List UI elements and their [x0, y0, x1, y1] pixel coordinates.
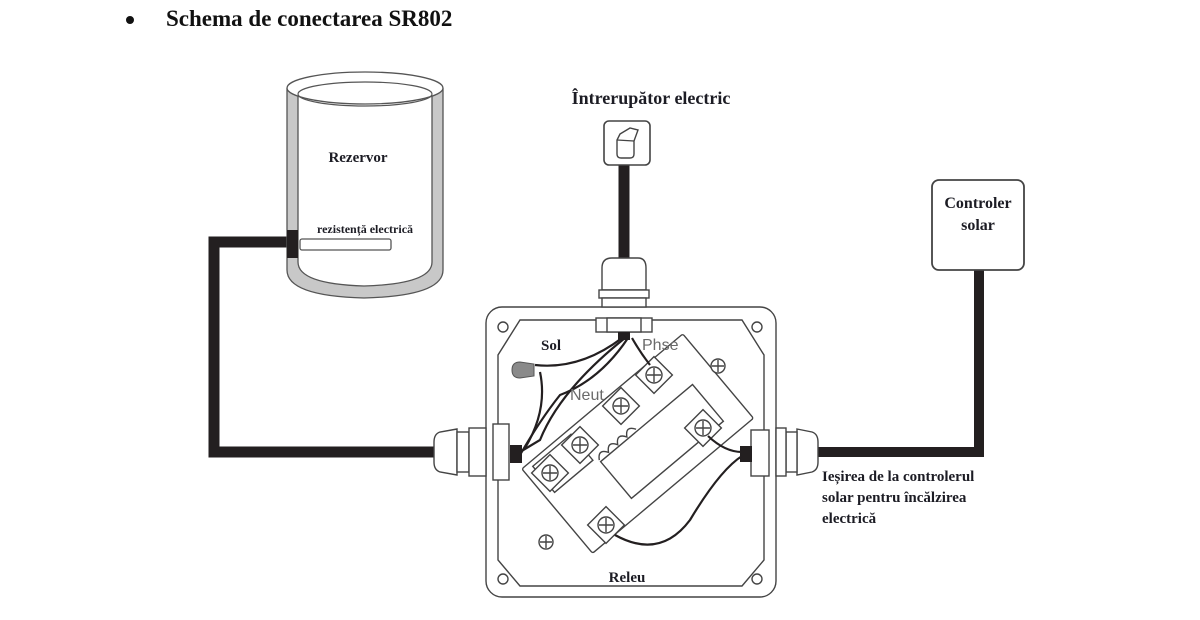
mount-screw — [538, 534, 554, 550]
heading: Schema de conectarea SR802 — [126, 6, 452, 32]
cables — [208, 160, 984, 458]
tank-label: Rezervor — [328, 150, 387, 166]
ground-label: Sol — [541, 338, 561, 354]
mount-hole — [497, 321, 509, 333]
right-cable-gland — [750, 427, 819, 477]
rocker-icon — [616, 127, 639, 159]
terminal-screw — [601, 386, 641, 426]
mount-screw — [710, 358, 726, 374]
relay-label: Releu — [609, 570, 646, 586]
mount-hole — [751, 321, 763, 333]
internal-wires — [510, 332, 752, 546]
terminal-screw — [586, 505, 626, 545]
output-label-line1: Ieșirea de la controlerul — [822, 469, 974, 485]
terminals — [530, 355, 726, 550]
phase-label: Phse — [642, 337, 679, 354]
terminal-screw — [634, 355, 674, 395]
mount-hole — [497, 573, 509, 585]
terminal-screw — [560, 425, 600, 465]
mount-hole — [751, 573, 763, 585]
output-label-line3: electrică — [822, 511, 877, 527]
bullet-icon — [126, 16, 134, 24]
terminal-screw — [530, 453, 570, 493]
junction-box — [433, 257, 819, 598]
tank: Rezervor rezistență electrică — [286, 71, 444, 299]
terminal-screw — [683, 408, 723, 448]
switch-label: Întrerupător electric — [572, 87, 731, 108]
output-label-line2: solar pentru încălzirea — [822, 490, 967, 506]
neutral-label: Neut — [570, 387, 604, 404]
cable-controller — [811, 265, 984, 457]
output-label: Ieșirea de la controlerul solar pentru î… — [822, 469, 974, 527]
top-cable-gland — [595, 257, 653, 333]
page-title: Schema de conectarea SR802 — [166, 6, 453, 31]
heater-label: rezistență electrică — [317, 222, 413, 237]
cable-heater — [208, 236, 446, 458]
controller-label-line1: Controler — [944, 195, 1011, 212]
heater-element — [299, 238, 392, 251]
controller-label-line2: solar — [961, 217, 995, 234]
electric-switch: Întrerupător electric — [572, 87, 731, 166]
ground-cap-icon — [511, 361, 535, 379]
left-cable-gland — [433, 423, 510, 481]
solar-controller: Controler solar — [931, 179, 1025, 271]
